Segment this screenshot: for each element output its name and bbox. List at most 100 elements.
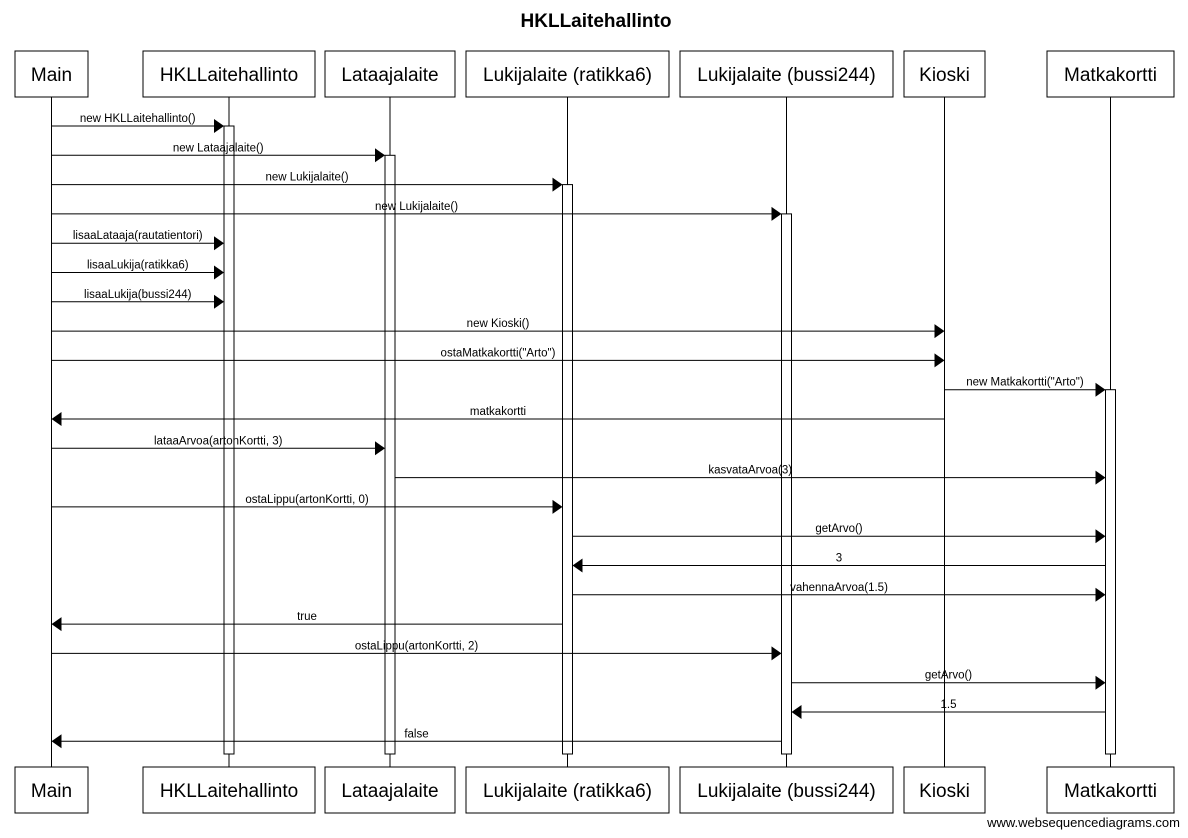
message-label: new Kioski() bbox=[467, 318, 530, 330]
message-label: new Lukijalaite() bbox=[265, 172, 348, 184]
message-3: new Lukijalaite() bbox=[51, 201, 782, 221]
message-6: lisaaLukija(bussi244) bbox=[51, 289, 224, 309]
message-label: 3 bbox=[836, 553, 842, 565]
participant-label: Lukijalaite (ratikka6) bbox=[483, 65, 652, 86]
participant-rect bbox=[903, 766, 986, 814]
message-7: new Kioski() bbox=[51, 318, 945, 339]
message-label: true bbox=[297, 611, 317, 623]
arrowhead-icon bbox=[1095, 470, 1106, 485]
participant-rect bbox=[465, 766, 670, 814]
message-label: new Lataajalaite() bbox=[173, 142, 264, 154]
message-label: new Matkakortti("Arto") bbox=[966, 377, 1084, 389]
participant-rect bbox=[142, 766, 316, 814]
participant-rect bbox=[14, 50, 89, 98]
arrowhead-icon bbox=[214, 236, 224, 251]
activation-bar-ratikka bbox=[562, 184, 573, 755]
participant-label: Main bbox=[31, 65, 72, 86]
arrowhead-icon bbox=[375, 148, 385, 163]
participant-box-bussi-top: Lukijalaite (bussi244) bbox=[679, 50, 894, 98]
arrowhead-icon bbox=[51, 412, 62, 426]
message-label: kasvataArvoa(3) bbox=[708, 465, 792, 477]
participant-box-hkl-bottom: HKLLaitehallinto bbox=[142, 766, 316, 814]
participant-box-ratikka-bottom: Lukijalaite (ratikka6) bbox=[465, 766, 670, 814]
arrowhead-icon bbox=[51, 617, 62, 632]
participant-label: Lukijalaite (ratikka6) bbox=[483, 781, 652, 802]
activation-bar-kortti bbox=[1105, 389, 1116, 755]
participant-label: Lataajalaite bbox=[341, 65, 438, 86]
arrowhead-icon bbox=[791, 705, 802, 719]
message-18: ostaLippu(artonKortti, 2) bbox=[51, 640, 782, 661]
participant-box-lataaja-top: Lataajalaite bbox=[324, 50, 456, 98]
participant-rect bbox=[1046, 50, 1175, 98]
message-10: matkakortti bbox=[51, 406, 945, 426]
message-label: lataaArvoa(artonKortti, 3) bbox=[154, 435, 283, 447]
message-21: false bbox=[51, 728, 782, 749]
participant-box-hkl-top: HKLLaitehallinto bbox=[142, 50, 316, 98]
arrowhead-icon bbox=[1095, 587, 1106, 602]
participant-box-main-top: Main bbox=[14, 50, 89, 98]
participant-rect bbox=[324, 766, 456, 814]
message-label: ostaLippu(artonKortti, 2) bbox=[355, 640, 479, 652]
participant-label: Lukijalaite (bussi244) bbox=[697, 781, 876, 802]
message-17: true bbox=[51, 611, 563, 632]
message-0: new HKLLaitehallinto() bbox=[51, 113, 224, 133]
arrowhead-icon bbox=[771, 206, 782, 221]
participant-rect bbox=[324, 50, 456, 98]
message-label: new Lukijalaite() bbox=[375, 201, 458, 213]
arrowhead-icon bbox=[552, 499, 563, 514]
participant-label: Matkakortti bbox=[1064, 65, 1157, 86]
activation-bar-hkl bbox=[223, 125, 235, 755]
message-label: 1.5 bbox=[941, 699, 957, 711]
activation-bars bbox=[223, 125, 1116, 755]
participant-rect bbox=[465, 50, 670, 98]
arrowhead-icon bbox=[214, 119, 224, 133]
message-16: vahennaArvoa(1.5) bbox=[572, 582, 1106, 602]
message-4: lisaaLataaja(rautatientori) bbox=[51, 230, 224, 251]
participant-rect bbox=[142, 50, 316, 98]
message-1: new Lataajalaite() bbox=[51, 142, 385, 163]
messages: new HKLLaitehallinto() new Lataajalaite()… bbox=[51, 113, 1106, 749]
arrowhead-icon bbox=[51, 734, 62, 749]
participant-label: Kioski bbox=[919, 65, 970, 86]
message-label: ostaMatkakortti("Arto") bbox=[441, 347, 556, 359]
participant-label: Main bbox=[31, 781, 72, 802]
participant-label: Kioski bbox=[919, 781, 970, 802]
arrowhead-icon bbox=[552, 177, 563, 192]
participant-rect bbox=[903, 50, 986, 98]
participant-box-ratikka-top: Lukijalaite (ratikka6) bbox=[465, 50, 670, 98]
arrowhead-icon bbox=[934, 324, 945, 339]
message-label: lisaaLukija(ratikka6) bbox=[87, 260, 189, 272]
participant-box-main-bottom: Main bbox=[14, 766, 89, 814]
arrowhead-icon bbox=[214, 265, 224, 280]
participant-label: Lataajalaite bbox=[341, 781, 438, 802]
message-11: lataaArvoa(artonKortti, 3) bbox=[51, 435, 385, 456]
arrowhead-icon bbox=[1095, 529, 1106, 544]
arrowhead-icon bbox=[771, 646, 782, 661]
message-label: matkakortti bbox=[470, 406, 526, 418]
arrowhead-icon bbox=[375, 441, 385, 456]
participant-label: HKLLaitehallinto bbox=[160, 781, 298, 802]
message-label: new HKLLaitehallinto() bbox=[80, 113, 196, 125]
message-label: lisaaLataaja(rautatientori) bbox=[73, 230, 203, 242]
arrowhead-icon bbox=[1095, 675, 1106, 690]
participant-box-kortti-bottom: Matkakortti bbox=[1046, 766, 1175, 814]
message-2: new Lukijalaite() bbox=[51, 172, 563, 192]
message-label: ostaLippu(artonKortti, 0) bbox=[245, 494, 369, 506]
participant-rect bbox=[679, 50, 894, 98]
activation-bar-bussi bbox=[781, 213, 792, 755]
message-12: kasvataArvoa(3) bbox=[395, 465, 1106, 485]
message-label: vahennaArvoa(1.5) bbox=[790, 582, 888, 594]
message-13: ostaLippu(artonKortti, 0) bbox=[51, 494, 563, 514]
participant-rect bbox=[679, 766, 894, 814]
arrowhead-icon bbox=[572, 558, 583, 573]
participant-box-lataaja-bottom: Lataajalaite bbox=[324, 766, 456, 814]
arrowhead-icon bbox=[214, 294, 224, 309]
diagram-title: HKLLaitehallinto bbox=[521, 11, 672, 32]
message-label: lisaaLukija(bussi244) bbox=[84, 289, 192, 301]
participant-box-kioski-bottom: Kioski bbox=[903, 766, 986, 814]
arrowhead-icon bbox=[934, 353, 945, 368]
participant-box-kortti-top: Matkakortti bbox=[1046, 50, 1175, 98]
participant-boxes: MainMainHKLLaitehallintoHKLLaitehallinto… bbox=[14, 50, 1175, 814]
participant-box-bussi-bottom: Lukijalaite (bussi244) bbox=[679, 766, 894, 814]
